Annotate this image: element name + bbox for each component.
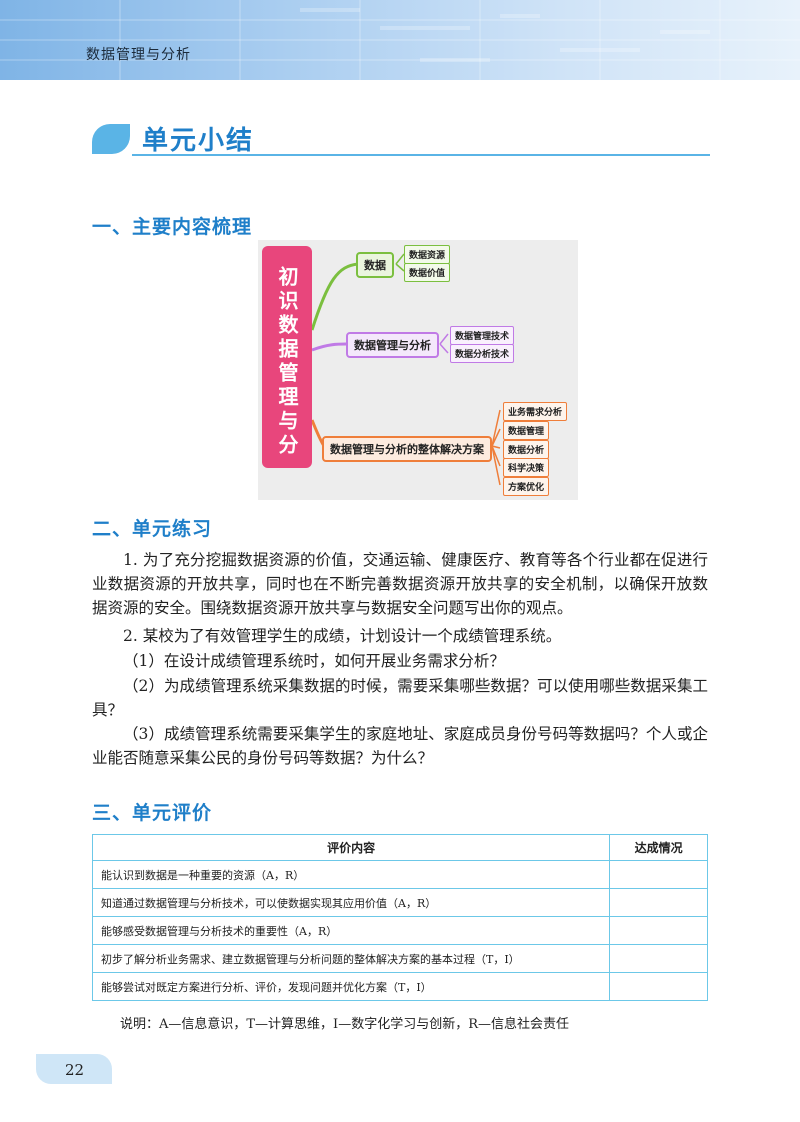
branch-overall-solution: 数据管理与分析的整体解决方案 [322, 436, 492, 462]
eval-item: 能够感受数据管理与分析技术的重要性（A，R） [91, 916, 611, 945]
eval-status-cell[interactable] [609, 944, 708, 973]
exercise-2: 2. 某校为了有效管理学生的成绩，计划设计一个成绩管理系统。 [123, 627, 562, 645]
page-number: 22 [65, 1061, 85, 1079]
section1-title: 一、主要内容梳理 [92, 216, 253, 238]
eval-item: 初步了解分析业务需求、建立数据管理与分析问题的整体解决方案的基本过程（T，I） [91, 944, 611, 973]
eval-item: 能够尝试对既定方案进行分析、评价，发现问题并优化方案（T，I） [91, 972, 611, 1001]
leaf-management-tech: 数据管理技术 [450, 326, 515, 345]
exercise-2-q3: （3）成绩管理系统需要采集学生的家庭地址、家庭成员身份号码等数据吗？个人或企业能… [92, 725, 708, 767]
leaf-data-management: 数据管理 [503, 421, 550, 440]
header-status: 达成情况 [609, 834, 708, 861]
evaluation-table: 评价内容 达成情况 能认识到数据是一种重要的资源（A，R） 知道通过数据管理与分… [91, 834, 708, 1001]
table-row: 能够感受数据管理与分析技术的重要性（A，R） [91, 916, 708, 945]
table-row: 能够尝试对既定方案进行分析、评价，发现问题并优化方案（T，I） [91, 972, 708, 1001]
table-row: 初步了解分析业务需求、建立数据管理与分析问题的整体解决方案的基本过程（T，I） [91, 944, 708, 973]
summary-title: 单元小结 [142, 126, 255, 156]
mind-map-connectors [310, 253, 501, 486]
table-row: 知道通过数据管理与分析技术，可以使数据实现其应用价值（A，R） [91, 888, 708, 917]
leaf-data-value: 数据价值 [404, 263, 451, 282]
header-title: 数据管理与分析 [86, 47, 191, 63]
eval-status-cell[interactable] [609, 972, 708, 1001]
eval-status-cell[interactable] [609, 860, 708, 889]
leaf-scientific-decision: 科学决策 [503, 458, 550, 477]
mind-map-root: 初识数据管理与分析 [225, 246, 312, 468]
table-row: 能认识到数据是一种重要的资源（A，R） [91, 860, 708, 889]
eval-item: 能认识到数据是一种重要的资源（A，R） [91, 860, 611, 889]
section2-title: 二、单元练习 [92, 518, 213, 540]
leaf-analysis-tech: 数据分析技术 [450, 344, 515, 363]
exercise-2-q2: （2）为成绩管理系统采集数据的时候，需要采集哪些数据？可以使用哪些数据采集工具？ [92, 677, 708, 719]
eval-status-cell[interactable] [609, 888, 708, 917]
header-content: 评价内容 [91, 834, 611, 861]
page-number-tab [36, 1054, 112, 1084]
exercise-1: 1. 为了充分挖掘数据资源的价值，交通运输、健康医疗、教育等各个行业都在促进行业… [92, 551, 708, 617]
branch-data: 数据 [356, 252, 394, 278]
banner-decoration [0, 0, 800, 80]
section3-title: 三、单元评价 [92, 802, 213, 824]
leaf-data-analysis: 数据分析 [503, 440, 550, 459]
eval-item: 知道通过数据管理与分析技术，可以使数据实现其应用价值（A，R） [91, 888, 611, 917]
branch-management-analysis: 数据管理与分析 [346, 332, 439, 358]
eval-status-cell[interactable] [609, 916, 708, 945]
leaf-plan-optimization: 方案优化 [503, 477, 550, 496]
summary-heading: 单元小结 [92, 118, 710, 158]
summary-underline [132, 154, 710, 156]
table-header-row: 评价内容 达成情况 [91, 834, 708, 861]
leaf-data-resource: 数据资源 [404, 245, 451, 264]
header-banner: 数据管理与分析 [0, 0, 800, 80]
leaf-requirement-analysis: 业务需求分析 [503, 402, 568, 421]
exercise-2-q1: （1）在设计成绩管理系统时，如何开展业务需求分析？ [123, 652, 505, 670]
mind-map: 初识数据管理与分析 数据 数据资源 数据价值 数据管理与分析 数据管理技术 数据… [225, 240, 578, 500]
leaf-icon [92, 124, 130, 154]
evaluation-note: 说明：A—信息意识，T—计算思维，I—数字化学习与创新，R—信息社会责任 [120, 1017, 569, 1032]
